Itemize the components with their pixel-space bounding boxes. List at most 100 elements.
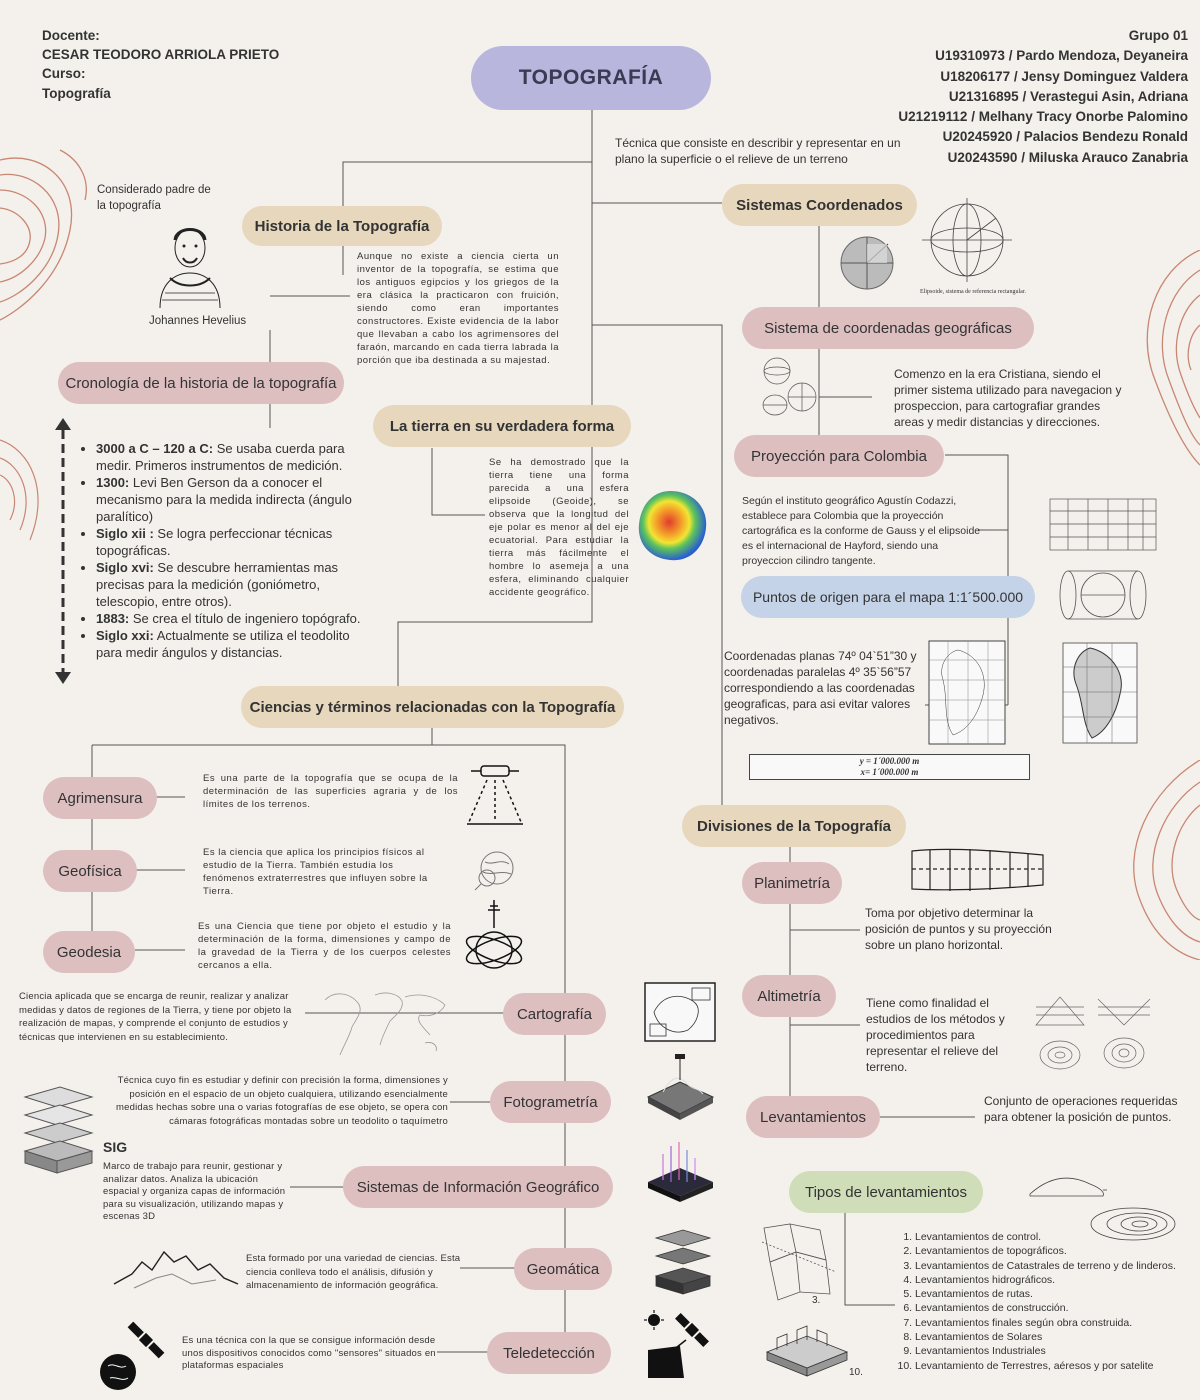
list-item: 1300: Levi Ben Gerson da a conocer el me… bbox=[96, 474, 372, 525]
member: U18206177 / Jensy Dominguez Valdera bbox=[940, 68, 1188, 84]
world-map-icon bbox=[324, 992, 446, 1056]
docente-label: Docente: bbox=[42, 28, 100, 43]
sistemas-node: Sistemas Coordenados bbox=[722, 184, 917, 226]
puntos-origen-node: Puntos de origen para el mapa 1:1´500.00… bbox=[741, 576, 1035, 618]
list-item: Siglo xii : Se logra perfeccionar técnic… bbox=[96, 525, 372, 559]
figure-10-label: 10. bbox=[849, 1367, 863, 1378]
list-item: Levantamientos de rutas. bbox=[915, 1287, 1195, 1301]
gis-layers-icon bbox=[23, 1086, 94, 1174]
levantamientos-node: Levantamientos bbox=[746, 1096, 880, 1138]
coordinate-diagrams-icon bbox=[762, 357, 817, 416]
geodesia-node: Geodesia bbox=[43, 931, 135, 973]
sig-title: SIG bbox=[103, 1139, 128, 1155]
definition-text: Técnica que consiste en describir y repr… bbox=[615, 136, 901, 166]
geomatica-text: Esta formado por una variedad de ciencia… bbox=[246, 1253, 461, 1291]
geodesia-text: Es una Ciencia que tiene por objeto el e… bbox=[198, 921, 451, 971]
list-item: 3000 a C – 120 a C: Se usaba cuerda para… bbox=[96, 440, 372, 474]
list-item: Levantamientos de topográficos. bbox=[915, 1244, 1195, 1258]
list-item: Levantamientos de control. bbox=[915, 1230, 1195, 1244]
origin-values-box: y = 1´000.000 m x= 1´000.000 m bbox=[749, 754, 1030, 780]
curso-name: Topografía bbox=[42, 86, 111, 101]
surveying-drone-icon bbox=[467, 765, 523, 825]
member: U19310973 / Pardo Mendoza, Deyaneira bbox=[935, 48, 1188, 64]
planimetry-sketch-icon bbox=[911, 848, 1044, 891]
antique-map-icon bbox=[644, 982, 716, 1042]
figure-3-label: 3. bbox=[812, 1295, 821, 1306]
member: U21219112 / Melhany Tracy Onorbe Palomin… bbox=[898, 109, 1188, 125]
tierra-node: La tierra en su verdadera forma bbox=[373, 405, 631, 447]
contour-terrain-icon bbox=[1029, 1177, 1176, 1241]
agrimensura-text: Es una parte de la topografía que se ocu… bbox=[203, 773, 458, 810]
divisiones-node: Divisiones de la Topografía bbox=[682, 805, 906, 847]
tipos-node: Tipos de levantamientos bbox=[789, 1171, 983, 1213]
curso-label: Curso: bbox=[42, 66, 86, 81]
fotogrametria-node: Fotogrametría bbox=[490, 1081, 611, 1123]
colombia-map-grid-icon bbox=[928, 640, 1006, 745]
layered-terrain-icon bbox=[654, 1229, 712, 1295]
list-item: Levantamientos de construcción. bbox=[915, 1301, 1195, 1315]
father-name: Johannes Hevelius bbox=[149, 315, 247, 327]
group-members: Grupo 01 U19310973 / Pardo Mendoza, Deya… bbox=[898, 26, 1188, 168]
contour-decoration-left-icon bbox=[0, 149, 87, 321]
cylinder-projection-icon bbox=[1059, 570, 1147, 620]
planimetria-node: Planimetría bbox=[742, 862, 842, 904]
colombia-map-icon bbox=[1062, 642, 1138, 744]
member: U21316895 / Verastegui Asin, Adriana bbox=[948, 88, 1188, 104]
list-item: Levantamientos Industriales bbox=[915, 1344, 1195, 1358]
fotogrametria-text: Técnica cuyo fin es estudiar y definir c… bbox=[116, 1075, 448, 1127]
altimetria-node: Altimetría bbox=[742, 975, 836, 1017]
cronologia-node: Cronología de la historia de la topograf… bbox=[58, 362, 344, 404]
contour-decoration-right-icon bbox=[1146, 250, 1200, 466]
proyeccion-text: Según el instituto geográfico Agustín Co… bbox=[742, 495, 981, 567]
list-item: Siglo xvi: Se descubre herramientas mas … bbox=[96, 559, 372, 610]
ellipsoid-caption: Elipsoide, sistema de referencia rectang… bbox=[920, 289, 1026, 295]
x-value: x= 1´000.000 m bbox=[860, 767, 919, 777]
projection-grid-icon bbox=[1049, 498, 1157, 551]
mountain-sketch-icon bbox=[113, 1250, 239, 1289]
geofisica-node: Geofísica bbox=[43, 850, 137, 892]
timeline-arrow-icon bbox=[55, 418, 71, 684]
geoid-icon bbox=[638, 490, 707, 561]
docente-name: CESAR TEODORO ARRIOLA PRIETO bbox=[42, 47, 280, 62]
member: U20243590 / Miluska Arauco Zanabria bbox=[947, 149, 1188, 165]
ciencias-node: Ciencias y términos relacionadas con la … bbox=[241, 686, 624, 728]
cronologia-list: 3000 a C – 120 a C: Se usaba cuerda para… bbox=[80, 440, 372, 661]
globe-icon bbox=[840, 236, 894, 290]
geomatica-node: Geomática bbox=[514, 1248, 612, 1290]
remote-sensing-icon bbox=[644, 1310, 709, 1378]
geo-coords-node: Sistema de coordenadas geográficas bbox=[742, 307, 1034, 349]
geo-coords-text: Comenzo en la era Cristiana, siendo el p… bbox=[894, 367, 1122, 429]
data-terrain-icon bbox=[648, 1142, 713, 1202]
contour-decoration-right-bottom-icon bbox=[1133, 760, 1200, 960]
altimetry-diagrams-icon bbox=[1035, 996, 1151, 1070]
historia-text: Aunque no existe a ciencia cierta un inv… bbox=[357, 251, 559, 366]
earth-magnifier-icon bbox=[474, 851, 514, 891]
member: U20245920 / Palacios Bendezu Ronald bbox=[942, 129, 1188, 145]
list-item: Levantamientos finales según obra constr… bbox=[915, 1316, 1195, 1330]
list-item: Levantamientos de Solares bbox=[915, 1330, 1195, 1344]
list-item: Levantamientos hidrográficos. bbox=[915, 1273, 1195, 1287]
terrain-3d-icon bbox=[646, 1054, 715, 1120]
tierra-text: Se ha demostrado que la tierra tiene una… bbox=[489, 457, 629, 598]
father-caption: Considerado padre de la topografía bbox=[97, 184, 211, 212]
list-item: Siglo xxi: Actualmente se utiliza el teo… bbox=[96, 627, 372, 661]
cartografia-text: Ciencia aplicada que se encarga de reuni… bbox=[19, 991, 292, 1043]
sig-node: Sistemas de Información Geográfico bbox=[343, 1166, 613, 1208]
levantamientos-text: Conjunto de operaciones requeridas para … bbox=[984, 1094, 1178, 1124]
historia-node: Historia de la Topografía bbox=[242, 206, 442, 246]
satellite-earth-icon bbox=[100, 1321, 165, 1390]
ellipsoid-icon bbox=[922, 198, 1012, 282]
coordenadas-text: Coordenadas planas 74º 04`51”30 y coorde… bbox=[724, 649, 917, 727]
group-label: Grupo 01 bbox=[1128, 28, 1188, 43]
industrial-building-icon bbox=[765, 1325, 849, 1377]
cadastral-plan-icon bbox=[761, 1223, 837, 1301]
list-item: Levantamiento de Terrestres, aéresos y p… bbox=[915, 1359, 1195, 1373]
portrait-icon bbox=[159, 228, 221, 308]
planimetria-text: Toma por objetivo determinar la posición… bbox=[865, 906, 1052, 952]
agrimensura-node: Agrimensura bbox=[43, 777, 157, 819]
contour-decoration-left-bottom-icon bbox=[0, 439, 39, 541]
geofisica-text: Es la ciencia que aplica los principios … bbox=[203, 847, 428, 897]
sig-text: Marco de trabajo para reunir, gestionar … bbox=[103, 1161, 286, 1222]
list-item: 1883: Se crea el título de ingeniero top… bbox=[96, 610, 372, 627]
